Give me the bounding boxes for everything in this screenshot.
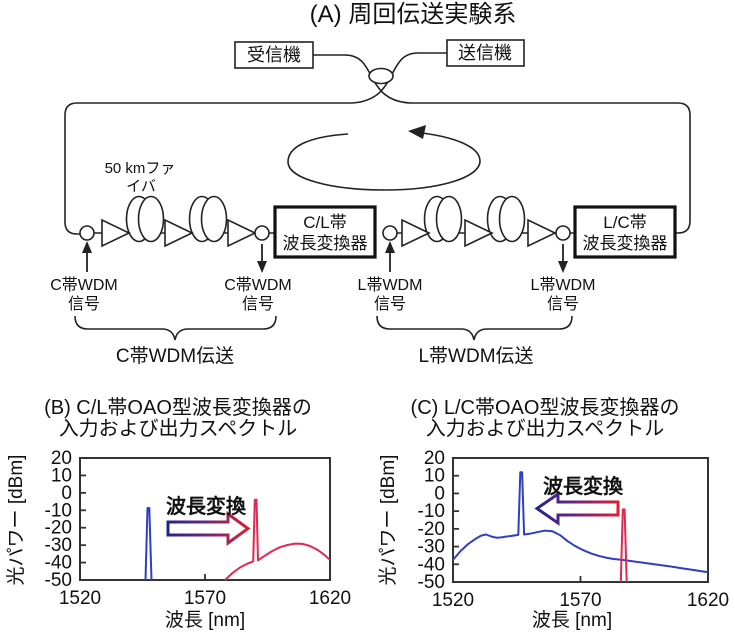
y-tick-label: 20 [424, 448, 445, 469]
fiber-length-label-2: イバ [126, 178, 156, 195]
wavelength-conversion-label: 波長変換 [166, 494, 247, 518]
l-band-transmission-label: L帯WDM伝送 [418, 345, 533, 367]
chart-b-title-2: 入力および出力スペクトル [59, 417, 298, 440]
l-band-brace [376, 315, 573, 341]
drop-coupler [555, 225, 571, 241]
y-tick-label: -40 [45, 553, 72, 574]
y-tick-label: 10 [51, 465, 72, 486]
l-band-signal-label-1: L帯WDM [531, 276, 596, 294]
c-band-signal-label-1: C帯WDM [224, 276, 292, 294]
y-tick-label: -30 [45, 535, 72, 556]
l-band-signal-label-2: 信号 [547, 295, 579, 313]
amplifier-icon [164, 218, 194, 248]
y-tick-label: -10 [418, 501, 445, 522]
fiber-coupler [368, 67, 394, 85]
chart-b-annotation: 波長変換 [166, 494, 251, 546]
loop-wire-left [64, 52, 447, 235]
transmitter-box [446, 39, 525, 67]
y-tick-label: 20 [51, 448, 72, 469]
circulation-arrow-arc [287, 131, 481, 191]
drop-coupler [254, 225, 270, 241]
lc-converter-label-2: 波長変換器 [583, 234, 668, 253]
lc-converter-label-1: L/C帯 [603, 213, 646, 232]
series-converted-output-c-band-with-ase [452, 471, 709, 574]
y-tick-label: -20 [418, 519, 445, 540]
x-tick-label: 1620 [687, 590, 729, 611]
x-tick-label: 1520 [432, 590, 474, 611]
wavelength-conversion-label: 波長変換 [543, 474, 624, 498]
chart-b-plot-frame [79, 457, 331, 581]
chart-c-ylabel: 光パワー [dBm] [377, 455, 399, 586]
experiment-diagram: (A) 周回伝送実験系 [50, 1, 691, 367]
lc-converter-box [573, 205, 677, 259]
chart-b-ylabel: 光パワー [dBm] [5, 455, 27, 586]
arrow-down-icon [558, 261, 568, 273]
chart-b: (B) C/L帯OAO型波長変換器の 入力および出力スペクトル 光パワー [dB… [5, 396, 351, 631]
y-tick-label: 0 [61, 483, 72, 504]
chart-c: (C) L/C帯OAO型波長変換器の 入力および出力スペクトル 光パワー [dB… [377, 396, 729, 631]
x-tick-label: 1570 [559, 590, 601, 611]
y-tick-label: -50 [418, 572, 445, 593]
series-input-signal-l-band [619, 508, 628, 583]
y-tick-label: -20 [45, 518, 72, 539]
fiber-coil [125, 195, 165, 243]
arrow-up-icon [82, 241, 92, 253]
y-tick-label: -10 [45, 500, 72, 521]
y-tick-label: -40 [418, 554, 445, 575]
series-converted-output-l-band [224, 498, 331, 581]
x-tick-label: 1570 [184, 588, 226, 609]
wavelength-conversion-arrow-left-icon [534, 491, 620, 526]
chart-c-xlabel: 波長 [nm] [532, 609, 612, 631]
series-input-signal-c-band [144, 507, 153, 581]
fiber-length-label-1: 50 kmファ [105, 160, 176, 177]
receiver-label: 受信機 [247, 45, 301, 65]
receiver-box [234, 41, 314, 69]
fiber-coil [188, 195, 228, 243]
chart-c-title-2: 入力および出力スペクトル [426, 417, 665, 440]
c-band-signal-label-1: C帯WDM [50, 276, 118, 294]
chart-c-title-1: (C) L/C帯OAO型波長変換器の [411, 396, 680, 419]
cl-converter-label-2: 波長変換器 [283, 234, 368, 253]
amplifier-icon [464, 218, 494, 248]
y-tick-label: -30 [418, 537, 445, 558]
fiber-coil [486, 195, 526, 243]
x-tick-label: 1520 [59, 588, 101, 609]
diagram-title: (A) 周回伝送実験系 [310, 1, 517, 28]
x-tick-label: 1620 [309, 588, 351, 609]
arrow-down-icon [257, 261, 267, 273]
chart-b-xlabel: 波長 [nm] [165, 609, 245, 631]
l-band-signal-label-1: L帯WDM [358, 276, 423, 294]
fiber-coil [423, 195, 463, 243]
transmitter-label: 送信機 [458, 43, 512, 63]
y-tick-label: -50 [45, 570, 72, 591]
c-band-brace [74, 315, 277, 341]
cl-converter-label-1: C/L帯 [303, 213, 346, 232]
cl-converter-box [273, 205, 377, 259]
l-band-signal-label-2: 信号 [374, 295, 406, 313]
amplifier-icon [227, 218, 257, 248]
circulation-arrowhead-icon [408, 125, 426, 139]
wavelength-conversion-arrow-right-icon [166, 511, 251, 546]
chart-b-title-1: (B) C/L帯OAO型波長変換器の [44, 396, 312, 419]
add-coupler [382, 225, 398, 241]
add-coupler [79, 225, 95, 241]
chart-c-annotation: 波長変換 [534, 474, 624, 526]
c-band-signal-label-2: 信号 [68, 295, 100, 313]
loop-wire-right [313, 54, 691, 234]
y-tick-label: 0 [434, 483, 445, 504]
amplifier-icon [527, 218, 557, 248]
arrow-up-icon [385, 241, 395, 253]
amplifier-icon [401, 218, 431, 248]
c-band-signal-label-2: 信号 [242, 295, 274, 313]
y-tick-label: 10 [424, 466, 445, 487]
amplifier-icon [101, 218, 131, 248]
c-band-transmission-label: C帯WDM伝送 [116, 345, 234, 367]
